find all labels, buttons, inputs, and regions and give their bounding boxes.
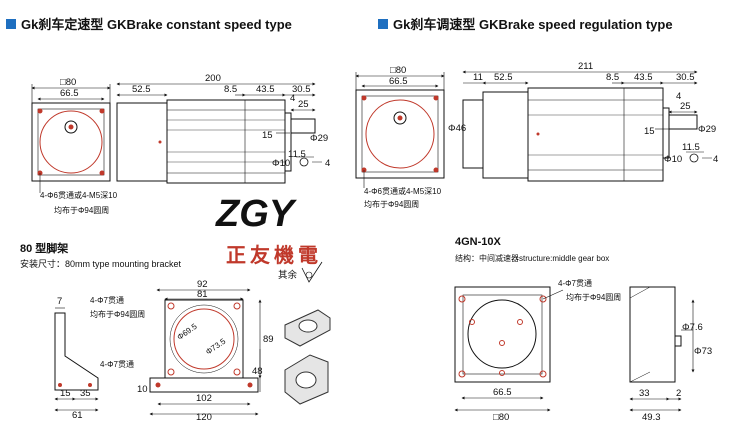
right-motor-front-dims — [355, 72, 445, 90]
bracket-side-view — [54, 312, 99, 391]
dim-bracket-61: 61 — [72, 410, 83, 421]
header-square-icon — [6, 18, 16, 29]
dim-left-525: 52.5 — [132, 84, 151, 95]
gearbox-dims — [454, 299, 695, 412]
section-4gn-subtitle: 结构：中间减速器structure:middle gear box — [455, 254, 610, 263]
dim-gear-2: 2 — [676, 388, 681, 399]
left-motor-side-view — [116, 99, 316, 184]
dim-left-85: 8.5 — [224, 84, 237, 95]
header-speed-regulation: Gk刹车调速型 GKBrake speed regulation type — [378, 14, 673, 33]
bracket-front-dims — [149, 288, 262, 416]
dim-left-305: 30.5 — [292, 84, 311, 95]
dim-right-4: 4 — [676, 91, 681, 102]
dim-gear-33: 33 — [639, 388, 650, 399]
header-speed-regulation-text: Gk刹车调速型 GKBrake speed regulation type — [393, 17, 673, 32]
dim-right-25: 25 — [680, 101, 691, 112]
dim-right-15: 15 — [644, 126, 655, 137]
dim-bracket-10: 10 — [137, 384, 148, 395]
dim-left-square: □80 — [60, 77, 76, 88]
right-motor-front-view — [355, 89, 445, 179]
dim-right-square: □80 — [390, 65, 406, 76]
logo-letters: ZGY — [215, 193, 298, 235]
dim-right-665: 66.5 — [389, 76, 408, 87]
dim-right-115: 11.5 — [682, 142, 700, 153]
note-gear-holes-2: 均布于Φ94圆周 — [566, 292, 621, 302]
dim-bracket-102: 102 — [196, 393, 212, 404]
bracket-side-dims — [54, 307, 99, 412]
note-motor-holes-right-1: 4-Φ6贯通或4-M5深10 — [364, 186, 442, 196]
header-constant-speed: Gk刹车定速型 GKBrake constant speed type — [6, 14, 292, 33]
gearbox-front-view — [454, 286, 551, 383]
left-shaft-key-detail — [296, 156, 322, 167]
dim-bracket-7: 7 — [57, 296, 62, 307]
header-constant-speed-text: Gk刹车定速型 GKBrake constant speed type — [21, 17, 292, 32]
gearbox-side-view — [629, 286, 682, 383]
dim-gear-phi73: Φ73 — [694, 346, 712, 357]
note-motor-holes-right-2: 均布于Φ94圆周 — [364, 199, 419, 209]
dim-right-435: 43.5 — [634, 72, 653, 83]
section-80-subtitle: 安装尺寸：80mm type mounting bracket — [20, 259, 182, 269]
header-square-icon — [378, 18, 388, 29]
note-motor-holes-2: 均布于Φ94圆周 — [54, 205, 109, 215]
right-motor-side-view — [462, 87, 698, 182]
leader-line — [542, 289, 564, 300]
dim-left-4b: 4 — [325, 158, 330, 169]
dim-right-525: 52.5 — [494, 72, 513, 83]
note-bracket-holes-2: 均布于Φ94圆周 — [90, 309, 145, 319]
dim-right-phi29: Φ29 — [698, 124, 716, 135]
dim-left-4: 4 — [290, 93, 295, 104]
dim-right-phi46: Φ46 — [448, 123, 466, 134]
left-motor-front-view — [31, 102, 111, 182]
dim-bracket-89: 89 — [263, 334, 274, 345]
right-side-dims — [462, 70, 698, 130]
note-gear-holes-1: 4-Φ7贯通 — [558, 278, 592, 288]
roughness-circle — [305, 271, 313, 279]
dim-left-25: 25 — [298, 99, 309, 110]
dim-bracket-81: 81 — [197, 289, 208, 300]
dim-left-15: 15 — [262, 130, 273, 141]
dim-bracket-48: 48 — [252, 366, 263, 377]
dim-bracket-15: 15 — [60, 388, 71, 399]
dim-gear-665: 66.5 — [493, 387, 512, 398]
dim-gear-square: □80 — [493, 412, 509, 423]
right-shaft-key-detail — [686, 151, 712, 163]
dim-right-211: 211 — [578, 61, 593, 72]
bracket-front-view — [149, 299, 259, 393]
dim-bracket-phi735: Φ73.5 — [204, 336, 228, 356]
dim-left-435: 43.5 — [256, 84, 275, 95]
dim-left-phi29: Φ29 — [310, 133, 328, 144]
dim-left-phi10: Φ10 — [272, 158, 290, 169]
dim-gear-phi76: Φ7.6 — [682, 322, 703, 333]
surface-note: 其余 — [278, 269, 298, 281]
section-4gn-title: 4GN-10X — [455, 236, 501, 248]
dim-bracket-35: 35 — [80, 388, 91, 399]
logo-cn: 正友機電 — [226, 243, 322, 267]
dim-bracket-phi695: Φ69.5 — [176, 322, 200, 342]
dim-gear-493: 49.3 — [642, 412, 661, 423]
dim-right-phi10: Φ10 — [664, 154, 682, 165]
dim-right-11: 11 — [473, 72, 483, 83]
section-80-title: 80 型脚架 — [20, 243, 69, 255]
left-side-dims — [116, 82, 316, 134]
dim-bracket-92: 92 — [197, 279, 208, 290]
roughness-symbol — [301, 261, 323, 283]
dim-left-200: 200 — [205, 73, 221, 84]
dim-right-305: 30.5 — [676, 72, 695, 83]
left-motor-front-dims — [31, 84, 111, 103]
dim-bracket-120: 120 — [196, 412, 212, 423]
bracket-iso-sketch-2 — [284, 354, 329, 405]
dim-right-4b: 4 — [713, 154, 718, 165]
note-bracket-base-holes: 4-Φ7贯通 — [100, 359, 134, 369]
dim-left-115: 11.5 — [288, 149, 306, 160]
note-bracket-holes-1: 4-Φ7贯通 — [90, 295, 124, 305]
dim-left-665: 66.5 — [60, 88, 79, 99]
note-motor-holes-1: 4-Φ6贯通或4-M5深10 — [40, 190, 118, 200]
dim-right-85: 8.5 — [606, 72, 619, 83]
bracket-iso-sketch-1 — [284, 309, 331, 347]
zgy-logo: ZGY 正友機電 — [215, 193, 322, 267]
